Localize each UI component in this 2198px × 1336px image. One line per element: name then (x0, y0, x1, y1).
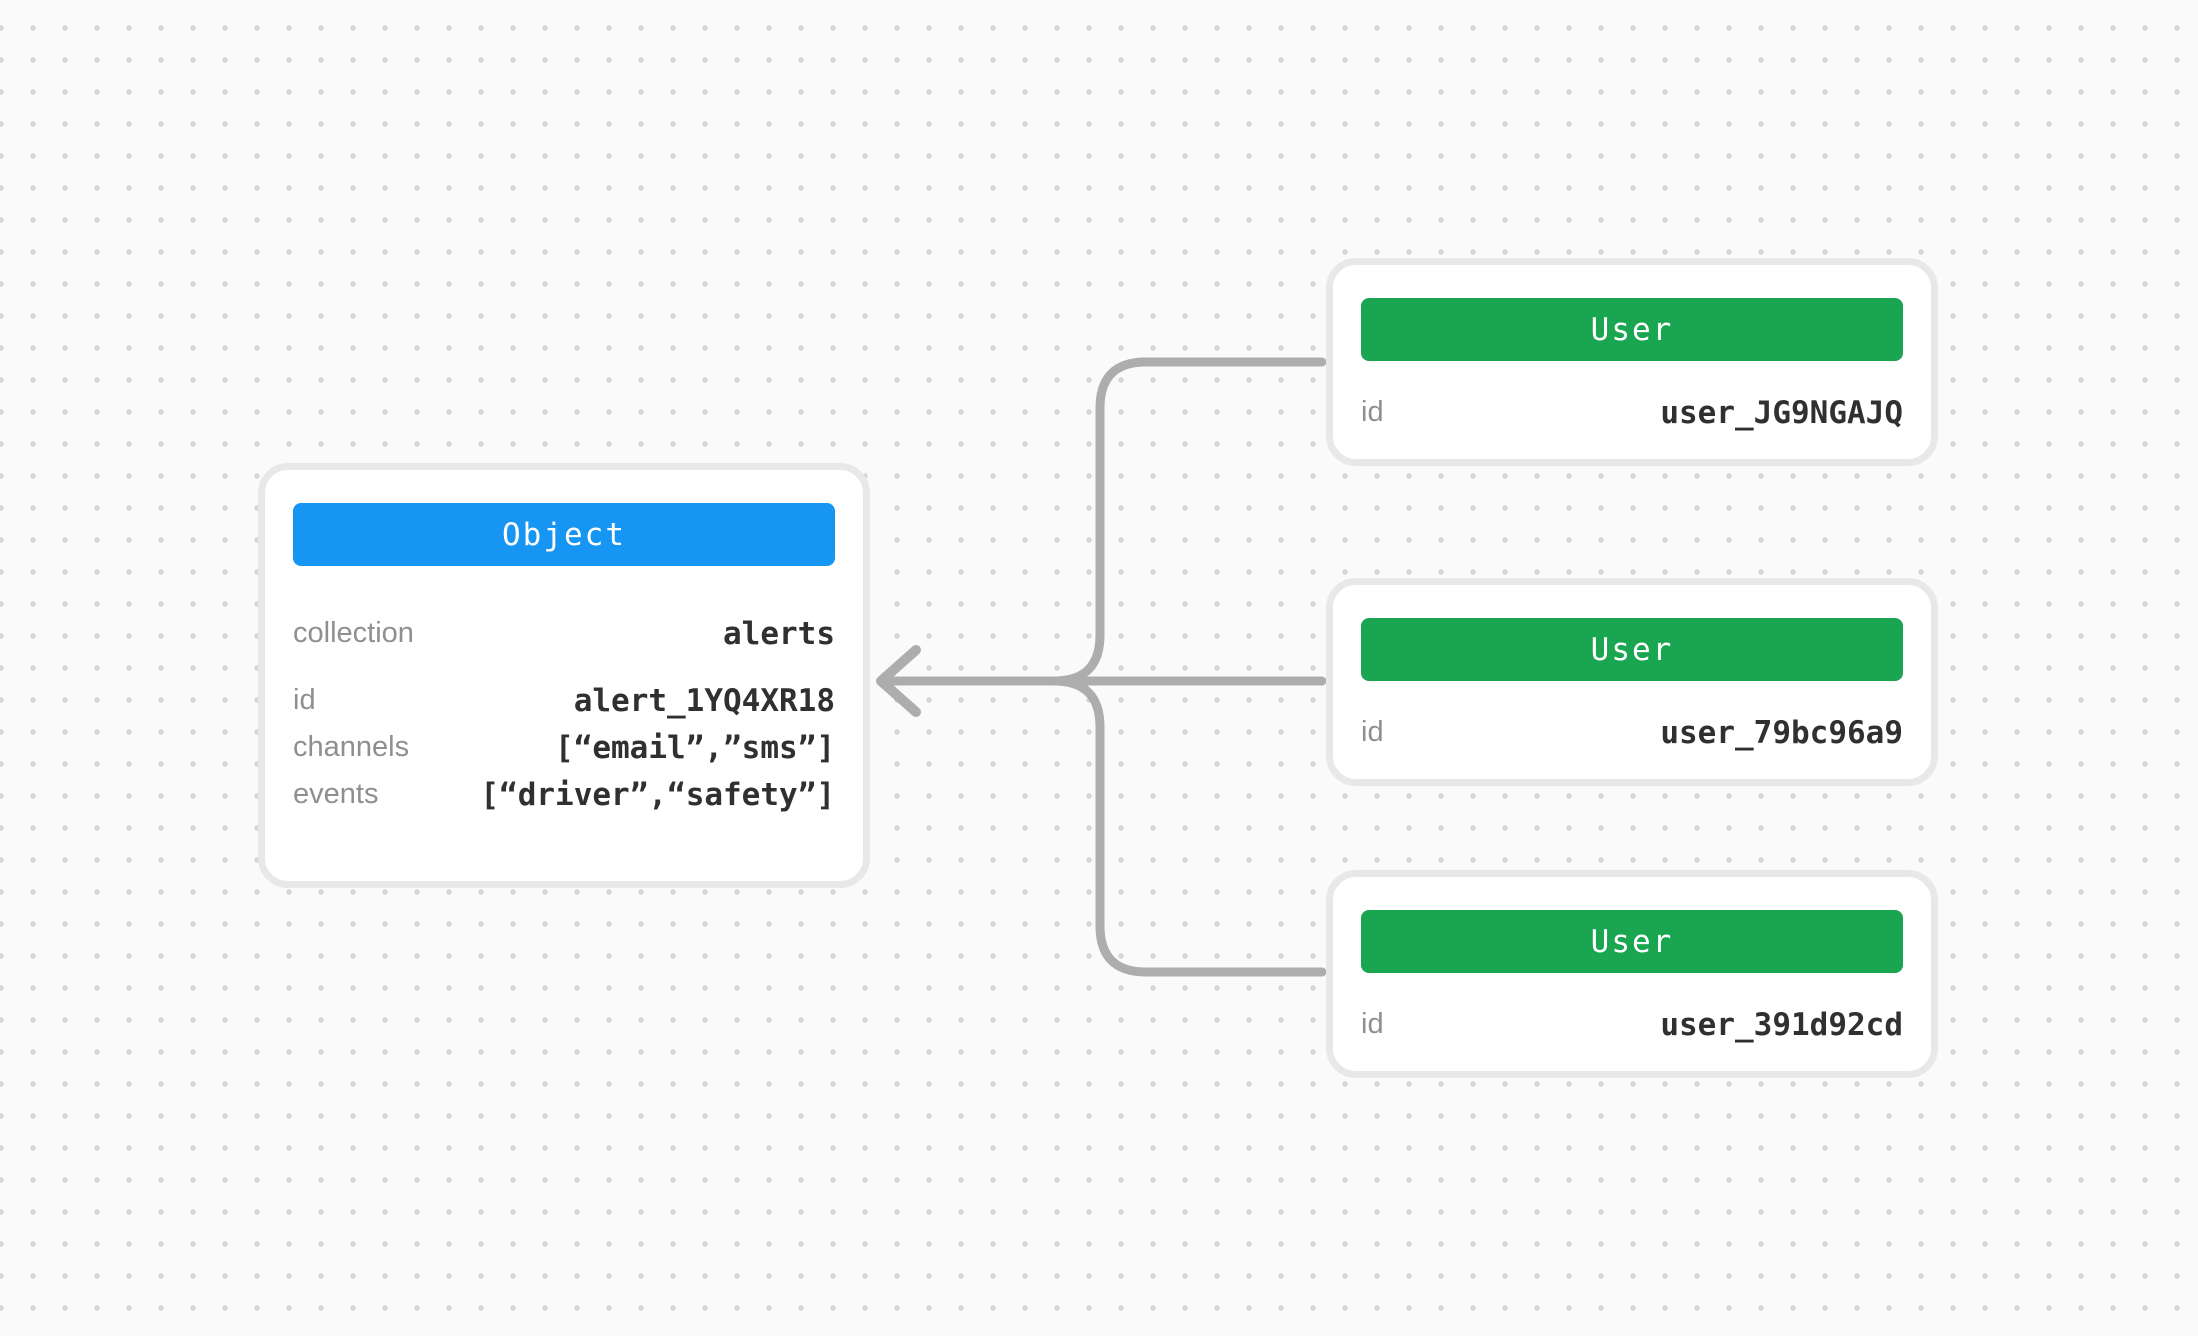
field-value: alert_1YQ4XR18 (573, 682, 835, 719)
connector-branch-bottom (1049, 676, 1327, 977)
user-node-header: User (1361, 910, 1903, 973)
field-row-id: id user_79bc96a9 (1361, 709, 1903, 756)
object-node[interactable]: Object collection alerts id alert_1YQ4XR… (258, 463, 870, 888)
user-node-header: User (1361, 618, 1903, 681)
user-node-header: User (1361, 298, 1903, 361)
field-row-channels: channels [“email”,”sms”] (293, 724, 835, 771)
connector-branch-top (1049, 357, 1327, 686)
field-label: channels (293, 731, 410, 763)
field-value: [“driver”,“safety”] (480, 776, 835, 813)
field-value: [“email”,”sms”] (555, 729, 835, 766)
field-label: id (1361, 716, 1384, 748)
field-value: user_391d92cd (1660, 1006, 1903, 1043)
field-row-id: id alert_1YQ4XR18 (293, 677, 835, 724)
user-node-3[interactable]: User id user_391d92cd (1326, 870, 1938, 1078)
field-value: user_79bc96a9 (1660, 714, 1903, 751)
field-label: collection (293, 617, 414, 649)
arrowhead-icon (876, 645, 921, 717)
user-node-1[interactable]: User id user_JG9NGAJQ (1326, 258, 1938, 466)
object-node-header: Object (293, 503, 835, 566)
field-row-id: id user_391d92cd (1361, 1001, 1903, 1048)
field-value: alerts (723, 615, 835, 652)
field-row-id: id user_JG9NGAJQ (1361, 389, 1903, 436)
field-label: events (293, 778, 379, 810)
user-node-2[interactable]: User id user_79bc96a9 (1326, 578, 1938, 786)
field-value: user_JG9NGAJQ (1660, 394, 1903, 431)
field-row-collection: collection alerts (293, 610, 835, 657)
field-row-events: events [“driver”,“safety”] (293, 771, 835, 818)
field-label: id (293, 684, 316, 716)
field-label: id (1361, 396, 1384, 428)
field-label: id (1361, 1008, 1384, 1040)
